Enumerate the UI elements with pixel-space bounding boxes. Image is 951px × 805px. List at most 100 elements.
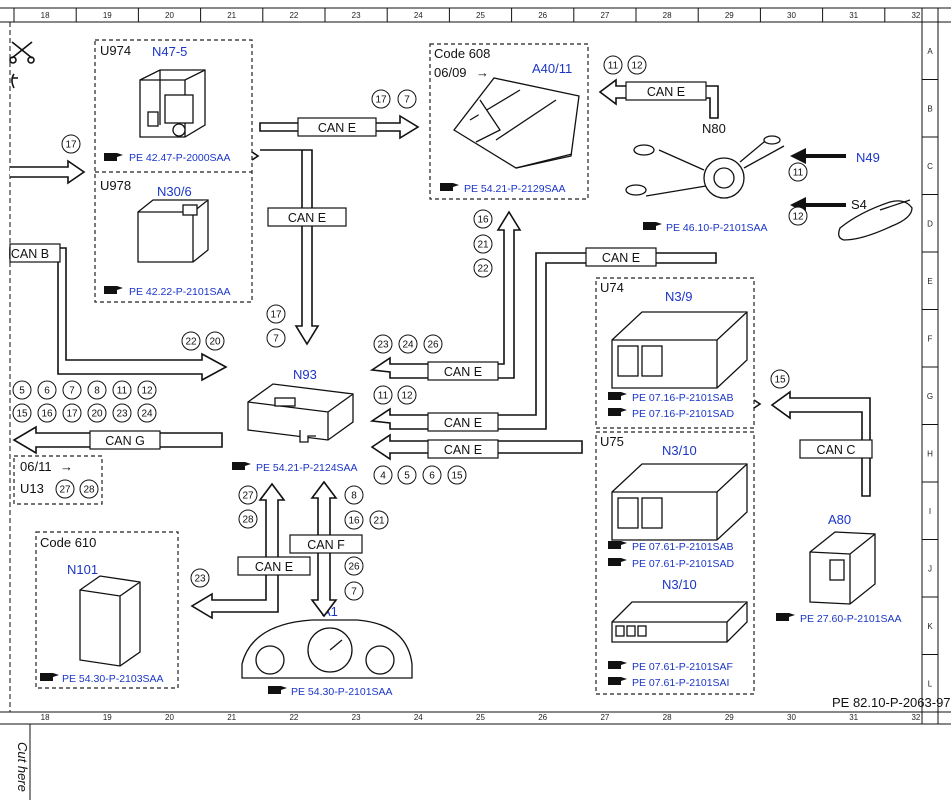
can-bus-label: CAN E bbox=[585, 247, 657, 267]
svg-text:CAN E: CAN E bbox=[444, 443, 482, 457]
svg-text:11: 11 bbox=[378, 391, 389, 402]
pin-number: 23 bbox=[190, 568, 210, 588]
ruler-column-label: 30 bbox=[787, 713, 796, 722]
pin-number: 20 bbox=[87, 403, 107, 423]
steering-column-switch-icon bbox=[625, 135, 785, 199]
svg-text:11: 11 bbox=[793, 168, 804, 179]
svg-text:5: 5 bbox=[19, 386, 25, 397]
pin-number: 15 bbox=[12, 403, 32, 423]
svg-text:7: 7 bbox=[69, 386, 75, 397]
pin-number: 27 bbox=[55, 479, 75, 499]
ruler-column-label: 18 bbox=[41, 11, 50, 20]
u74-tag: U74 bbox=[600, 280, 624, 295]
ruler-column-label: 27 bbox=[600, 713, 609, 722]
n101-module-icon bbox=[79, 575, 141, 667]
pin-number: 12 bbox=[397, 385, 417, 405]
ruler-row-label: B bbox=[927, 104, 932, 113]
ref-icon bbox=[268, 686, 287, 694]
code610-code: Code 610 bbox=[40, 535, 96, 550]
ruler-row-label: D bbox=[927, 219, 933, 228]
ref-icon bbox=[608, 541, 627, 549]
svg-text:12: 12 bbox=[401, 391, 413, 402]
n3-9-ref-2: PE 07.16-P-2101SAD bbox=[632, 408, 735, 420]
pin-number: 7 bbox=[62, 380, 82, 400]
can-bus-label: CAN C bbox=[799, 439, 873, 459]
ruler-column-label: 28 bbox=[663, 713, 672, 722]
svg-text:CAN F: CAN F bbox=[307, 538, 345, 552]
pin-number: 16 bbox=[37, 403, 57, 423]
pin-number: 17 bbox=[371, 89, 391, 109]
svg-text:CAN E: CAN E bbox=[288, 211, 326, 225]
u74-box bbox=[595, 277, 755, 429]
ruler-column-label: 18 bbox=[41, 713, 50, 722]
svg-text:CAN E: CAN E bbox=[444, 416, 482, 430]
s4-id: S4 bbox=[851, 197, 867, 212]
u75-tag: U75 bbox=[600, 434, 624, 449]
can-bus-label: CAN B bbox=[9, 243, 61, 263]
svg-text:11: 11 bbox=[117, 386, 128, 397]
svg-text:17: 17 bbox=[65, 140, 77, 151]
svg-text:CAN E: CAN E bbox=[444, 365, 482, 379]
ruler-column-label: 20 bbox=[165, 11, 174, 20]
cut-here-label: Cut here bbox=[15, 742, 30, 792]
doc-ref: PE 82.10-P-2063-97SAA bbox=[832, 695, 951, 710]
pin-number: 17 bbox=[62, 403, 82, 423]
pin-number: 22 bbox=[473, 258, 493, 278]
svg-text:7: 7 bbox=[351, 587, 357, 598]
pin-number: 11 bbox=[373, 385, 393, 405]
pin-number: 6 bbox=[37, 380, 57, 400]
ref-icon bbox=[608, 392, 627, 400]
u13-since: 06/11 bbox=[20, 459, 52, 474]
n93-id: N93 bbox=[293, 367, 317, 382]
svg-text:11: 11 bbox=[608, 61, 619, 72]
svg-text:12: 12 bbox=[141, 386, 153, 397]
svg-text:CAN C: CAN C bbox=[817, 443, 856, 457]
pin-number: 16 bbox=[344, 510, 364, 530]
svg-text:CAN E: CAN E bbox=[255, 560, 293, 574]
pin-number: 11 bbox=[603, 55, 623, 75]
code608-box bbox=[429, 43, 589, 200]
a80-id: A80 bbox=[828, 512, 851, 527]
ruler-column-label: 23 bbox=[352, 713, 361, 722]
n3-10-ref-4: PE 07.61-P-2101SAI bbox=[632, 677, 729, 689]
svg-text:28: 28 bbox=[83, 485, 95, 496]
n49-id: N49 bbox=[856, 150, 880, 165]
svg-text:24: 24 bbox=[141, 409, 153, 420]
ruler-column-label: 28 bbox=[663, 11, 672, 20]
n47-5-ref: PE 42.47-P-2000SAA bbox=[129, 152, 231, 164]
u13-arrow: → bbox=[60, 459, 73, 474]
svg-text:20: 20 bbox=[209, 337, 221, 348]
a40-11-id: A40/11 bbox=[532, 61, 572, 76]
ref-icon bbox=[643, 222, 662, 230]
ref-icon bbox=[104, 286, 123, 294]
a40-11-display-icon bbox=[453, 77, 580, 169]
pin-number: 21 bbox=[473, 234, 493, 254]
ruler-column-label: 23 bbox=[352, 11, 361, 20]
svg-text:16: 16 bbox=[41, 409, 53, 420]
ruler-row-label: C bbox=[927, 162, 933, 171]
pin-number: 24 bbox=[398, 334, 418, 354]
engine-ecu-n3-9-icon bbox=[611, 311, 748, 389]
n3-10-ref-3: PE 07.61-P-2101SAF bbox=[632, 661, 733, 673]
can-bus-label: CAN G bbox=[89, 430, 161, 450]
svg-text:8: 8 bbox=[94, 386, 100, 397]
code608-since: 06/09 bbox=[434, 65, 467, 80]
svg-text:27: 27 bbox=[242, 491, 254, 502]
ref-icon bbox=[608, 661, 627, 669]
can-bus-label: CAN E bbox=[625, 81, 707, 101]
pin-number: 16 bbox=[473, 209, 493, 229]
ref-icon bbox=[608, 558, 627, 566]
code608-code: Code 608 bbox=[434, 46, 490, 61]
svg-text:24: 24 bbox=[402, 340, 414, 351]
a80-module-icon bbox=[809, 531, 876, 605]
a40-11-ref: PE 54.21-P-2129SAA bbox=[464, 183, 566, 195]
n3-10-id-2: N3/10 bbox=[662, 577, 697, 592]
svg-text:26: 26 bbox=[348, 562, 360, 573]
ref-icon bbox=[608, 408, 627, 416]
u13-box bbox=[13, 455, 103, 505]
n3-10-ref-1: PE 07.61-P-2101SAB bbox=[632, 541, 734, 553]
n47-5-id: N47-5 bbox=[152, 44, 187, 59]
pin-number: 15 bbox=[770, 369, 790, 389]
